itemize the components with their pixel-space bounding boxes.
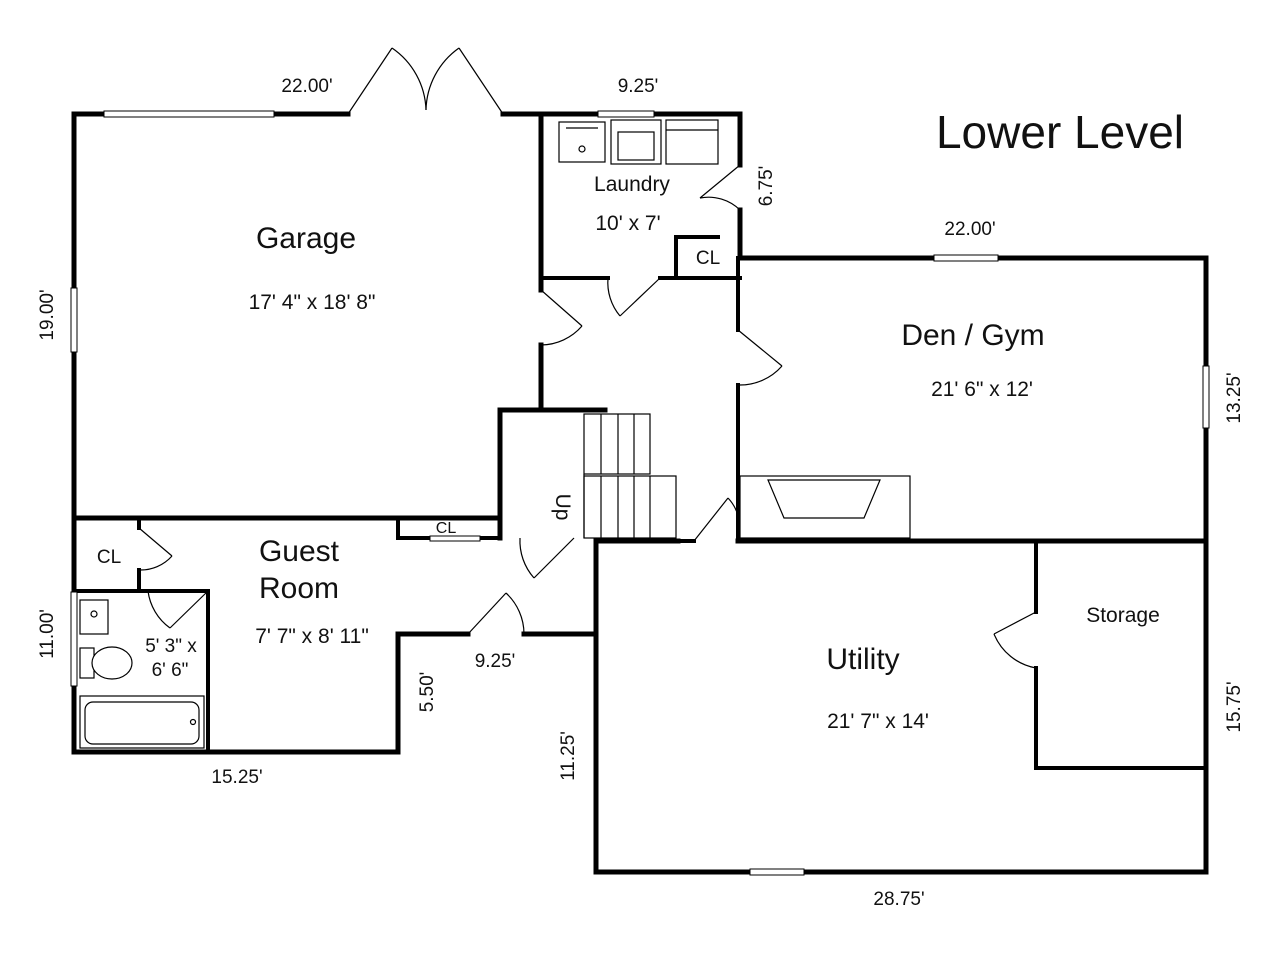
guest-name-line1: Guest	[259, 535, 340, 568]
dim-utility-left: 11.25'	[558, 731, 579, 781]
room-labels: Garage 17' 4" x 18' 8" Laundry 10' x 7' …	[97, 173, 1160, 733]
dim-guest-bottom: 15.25'	[211, 767, 262, 788]
dimension-labels: 22.00' 9.25' 22.00' 15.25' 9.25' 28.75' …	[37, 76, 1245, 910]
laundry-name: Laundry	[594, 173, 670, 196]
windows	[70, 110, 1210, 876]
washer-icon	[610, 119, 662, 165]
dim-den-right: 13.25'	[1224, 372, 1245, 423]
den-size: 21' 6" x 12'	[931, 378, 1033, 401]
dryer-icon	[665, 119, 719, 165]
stairs-up-label: Up	[551, 494, 574, 521]
bath-size-line1: 5' 3" x	[145, 636, 197, 657]
dim-garage-top: 22.00'	[281, 76, 332, 97]
guest-size: 7' 7" x 8' 11"	[255, 625, 369, 648]
guest-closet-label: CL	[97, 547, 121, 568]
plan-title: Lower Level	[936, 106, 1184, 158]
hall-closet-label: CL	[436, 520, 457, 537]
dim-garage-left: 19.00'	[37, 289, 58, 340]
storage-name: Storage	[1086, 604, 1160, 627]
doors	[138, 47, 1037, 669]
fixtures	[79, 119, 911, 749]
bathtub-icon	[79, 695, 205, 749]
dim-laundry-top: 9.25'	[618, 76, 659, 97]
guest-name-line2: Room	[259, 572, 339, 605]
dim-guest-left: 11.00'	[37, 609, 58, 659]
garage-name: Garage	[256, 222, 356, 255]
dim-laundry-right: 6.75'	[756, 166, 777, 207]
utility-size: 21' 7" x 14'	[827, 710, 929, 733]
dim-guest-hall: 9.25'	[475, 651, 516, 672]
dim-utility-right: 15.75'	[1224, 681, 1245, 732]
den-name: Den / Gym	[901, 319, 1044, 352]
dim-utility-bottom: 28.75'	[873, 889, 924, 910]
laundry-sink-icon	[558, 121, 606, 163]
toilet-icon	[79, 646, 133, 680]
bath-size-line2: 6' 6"	[152, 660, 189, 681]
stairs	[583, 413, 677, 539]
utility-name: Utility	[826, 643, 899, 676]
walls	[71, 111, 1209, 875]
garage-size: 17' 4" x 18' 8"	[249, 291, 376, 314]
dim-den-top: 22.00'	[944, 219, 995, 240]
laundry-size: 10' x 7'	[595, 212, 660, 235]
laundry-closet-label: CL	[696, 248, 720, 269]
dim-guest-step: 5.50'	[417, 672, 438, 713]
fireplace-icon	[739, 475, 911, 539]
